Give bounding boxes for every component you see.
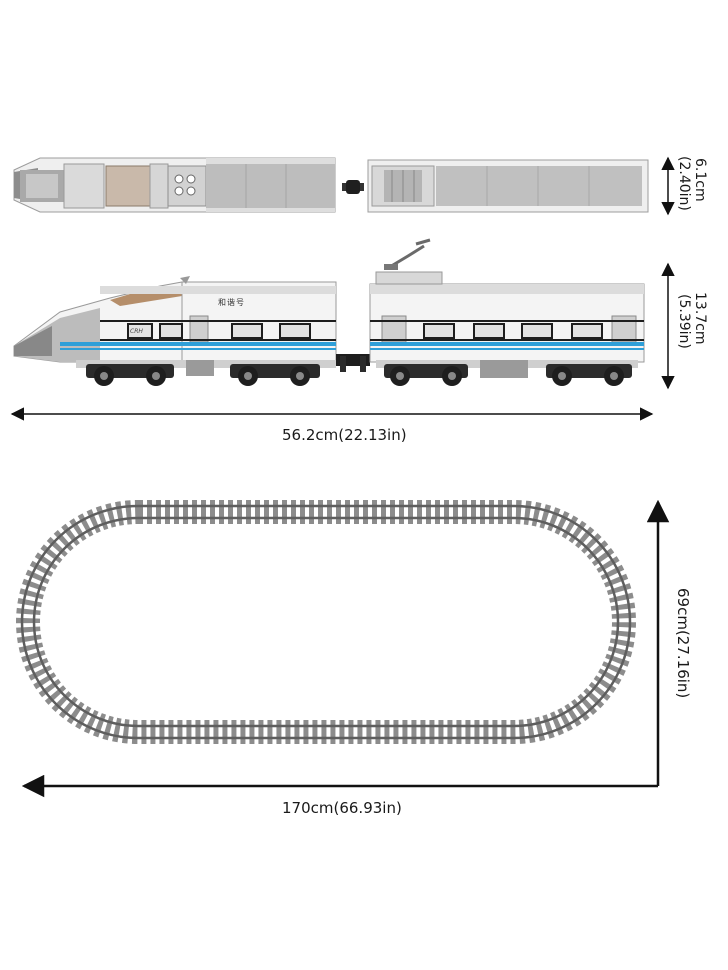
rear-car-side [369, 238, 645, 386]
crh-logo: CRH [130, 328, 143, 335]
track-depth-label: 69cm(27.16in) [674, 588, 692, 699]
train-top-view [13, 157, 649, 213]
coupler-side [336, 354, 370, 372]
coupler-top [342, 180, 364, 194]
top-view-width-in-label: (2.40in) [676, 156, 692, 211]
train-side-view [13, 238, 645, 386]
top-view-width-in: (2.40in) [676, 156, 692, 211]
front-car-side [13, 276, 337, 386]
side-view-height-in-label: (5.39in) [676, 294, 692, 349]
track-dimensions [21, 499, 670, 798]
side-view-height-cm: 13.7cm [692, 292, 708, 345]
oval-track-layout [16, 500, 636, 744]
top-view-width-label: 6.1cm [692, 158, 708, 202]
train-length-label: 56.2cm(22.13in) [282, 426, 407, 444]
side-view-height-label: 13.7cm [692, 292, 708, 345]
train-name-marking: 和谐号 [218, 298, 245, 307]
side-view-height-in: (5.39in) [676, 294, 692, 349]
front-car-top [13, 157, 336, 213]
rear-car-top [367, 159, 649, 213]
top-view-width-cm: 6.1cm [692, 158, 708, 202]
track-length-label: 170cm(66.93in) [282, 799, 402, 817]
